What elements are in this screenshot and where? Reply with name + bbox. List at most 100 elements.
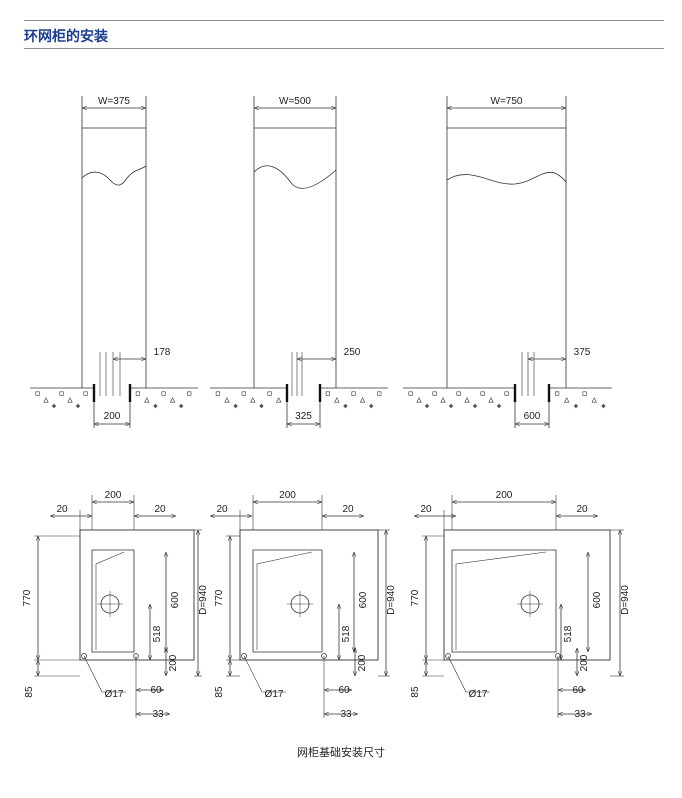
gravel-stone	[334, 397, 340, 403]
gravel-stone	[187, 391, 192, 396]
height-518-label: 518	[341, 625, 352, 642]
gravel-stone	[83, 391, 88, 396]
cable-opening	[252, 549, 323, 653]
height-518-label: 518	[563, 625, 574, 642]
gravel-stone	[59, 391, 64, 396]
anchor-hole	[81, 653, 87, 659]
left-margin-label: 20	[56, 504, 68, 515]
height-518-label: 518	[152, 625, 163, 642]
gravel-stone	[351, 391, 356, 396]
base-width-label: 325	[295, 411, 312, 422]
gravel-stone	[169, 397, 176, 403]
header-rule-top	[24, 20, 664, 21]
opening-chamfer	[256, 551, 313, 650]
gravel-stone	[496, 403, 502, 409]
gravel-stone	[464, 397, 470, 403]
gravel-stone	[144, 397, 150, 403]
offset-label: 375	[574, 347, 591, 358]
gravel-stone	[591, 397, 597, 403]
cable-opening	[451, 549, 557, 653]
gravel-stone	[35, 391, 40, 396]
drawing-caption: 网柜基础安装尺寸	[297, 746, 385, 759]
gravel-stone	[224, 397, 230, 403]
gravel-stone	[153, 403, 158, 409]
gravel-stone	[440, 397, 446, 403]
gravel-stone	[377, 391, 382, 396]
gravel-stone	[233, 403, 238, 409]
gravel-stone	[472, 403, 478, 409]
gravel-stone	[259, 403, 264, 409]
gravel-stone	[368, 403, 374, 409]
anchor-hole	[445, 653, 451, 659]
hole-diameter-label: Ø17	[469, 689, 488, 700]
gravel-stone	[424, 403, 430, 409]
page-header: 环网柜的安装	[0, 0, 682, 60]
gravel-stone	[43, 397, 49, 403]
width-label: W=750	[491, 96, 523, 107]
base-width-label: 200	[104, 411, 121, 422]
height-600-label: 600	[358, 591, 369, 608]
offset-label: 250	[344, 347, 361, 358]
dim-60-label: 60	[572, 685, 584, 696]
right-margin-label: 20	[154, 504, 166, 515]
hole-diameter-label: Ø17	[265, 689, 284, 700]
break-line	[253, 165, 337, 189]
page-title: 环网柜的安装	[24, 29, 108, 45]
hole-leader	[447, 655, 467, 693]
opening-chamfer	[455, 551, 547, 650]
gravel-stone	[161, 391, 166, 396]
gravel-stone	[215, 391, 220, 396]
height-200-label: 200	[357, 654, 368, 671]
height-770-label: 770	[214, 589, 225, 606]
height-200-label: 200	[579, 654, 590, 671]
break-line	[81, 165, 147, 186]
height-600-label: 600	[170, 591, 181, 608]
cable-opening	[91, 549, 135, 653]
height-770-label: 770	[22, 589, 33, 606]
offset-label: 178	[154, 347, 171, 358]
right-margin-label: 20	[576, 504, 588, 515]
height-85-label: 85	[24, 686, 35, 698]
elevation-view-2: W=500 250 325	[210, 96, 388, 428]
left-margin-label: 20	[420, 504, 432, 515]
gravel-stone	[75, 403, 81, 409]
cabinet-base-outline	[239, 529, 379, 661]
dim-60-label: 60	[150, 685, 162, 696]
cabinet-base-outline	[79, 529, 195, 661]
depth-label: D=940	[386, 585, 397, 615]
gravel-stone	[250, 397, 256, 403]
width-label: W=500	[279, 96, 311, 107]
gravel-stone	[564, 397, 570, 403]
gravel-stone	[480, 391, 485, 396]
gravel-stone	[178, 403, 184, 409]
gravel-stone	[448, 403, 454, 409]
gravel-stone	[416, 397, 422, 403]
dim-33-label: 33	[574, 709, 586, 720]
gravel-stone	[573, 403, 579, 409]
width-label: W=375	[98, 96, 130, 107]
right-margin-label: 20	[342, 504, 354, 515]
left-margin-label: 20	[216, 504, 228, 515]
gravel-stone	[135, 391, 140, 396]
gravel-stone	[555, 391, 560, 396]
height-770-label: 770	[410, 589, 421, 606]
gravel-stone	[488, 397, 494, 403]
gravel-stone	[267, 391, 272, 396]
gravel-stone	[276, 397, 282, 403]
top-width-label: 200	[279, 490, 296, 501]
gravel-stone	[582, 391, 587, 396]
opening-chamfer	[95, 551, 125, 650]
gravel-stone	[408, 391, 413, 396]
anchor-hole	[241, 653, 247, 659]
dim-60-label: 60	[338, 685, 350, 696]
gravel-stone	[343, 403, 348, 409]
dim-33-label: 33	[340, 709, 352, 720]
dim-33-label: 33	[152, 709, 164, 720]
break-line	[446, 171, 567, 185]
